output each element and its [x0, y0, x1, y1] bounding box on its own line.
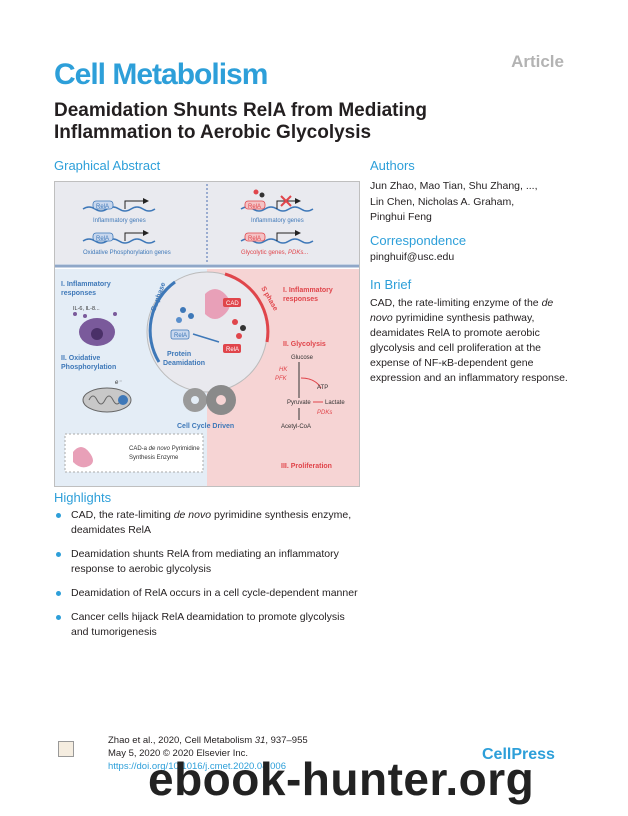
left-item1-l2: responses: [61, 290, 96, 297]
pfk-label: PFK: [275, 376, 288, 382]
highlight-item: CAD, the rate-limiting de novo pyrimidin…: [54, 508, 364, 538]
center-rela-label: RelA: [174, 333, 187, 339]
highlight-item: Deamidation shunts RelA from mediating a…: [54, 547, 364, 577]
graphical-abstract-heading: Graphical Abstract: [54, 158, 161, 173]
correspondence-email[interactable]: pinghuif@usc.edu: [370, 251, 455, 263]
legend-line1: CAD-a de novo Pyrimidine: [129, 446, 200, 452]
check-updates-icon[interactable]: [58, 741, 74, 757]
correspondence-heading: Correspondence: [370, 233, 467, 248]
deamidation-label-l1: Protein: [167, 351, 191, 358]
left-item2-l2: Phosphorylation: [61, 364, 116, 371]
right-item1-l1: I. Inflammatory: [283, 287, 333, 294]
inflammatory-genes-label: Inflammatory genes: [93, 218, 146, 224]
cad-enzyme-icon: [205, 289, 230, 319]
cellpress-logo: CellPress: [482, 746, 555, 763]
cytokines-label: IL-6, IL-8...: [73, 306, 100, 312]
title-line-1: Deamidation Shunts RelA from Mediating: [54, 100, 427, 121]
highlights-list: CAD, the rate-limiting de novo pyrimidin…: [54, 508, 364, 649]
watermark: ebook-hunter.org: [148, 753, 535, 805]
top-band: [55, 182, 359, 264]
legend-line2: Synthesis Enzyme: [129, 455, 179, 461]
gear-icon: [183, 385, 236, 415]
highlights-heading: Highlights: [54, 490, 112, 505]
article-tag: Article: [511, 52, 564, 71]
citation-line2: May 5, 2020 © 2020 Elsevier Inc.: [108, 748, 249, 759]
pyruvate-label: Pyruvate: [287, 400, 311, 406]
right-item3: III. Proliferation: [281, 463, 332, 470]
in-brief-text: CAD, the rate-limiting enzyme of the de …: [370, 297, 568, 384]
s-arrow: [224, 272, 270, 343]
rela-label-3: RelA: [248, 204, 261, 210]
electron-label: e⁻: [115, 380, 122, 386]
pdks-label: PDKs: [317, 410, 332, 416]
mitochondrion-icon: [82, 387, 132, 413]
cell-cycle-label: Cell Cycle Driven: [177, 423, 234, 430]
cad-label: CAD: [226, 301, 239, 307]
graphical-abstract: RelA Inflammatory genes RelA Oxidative P…: [54, 181, 360, 487]
lactate-label: Lactate: [325, 400, 345, 406]
citation: Zhao et al., 2020, Cell Metabolism 31, 9…: [108, 734, 308, 773]
right-item2: II. Glycolysis: [283, 341, 326, 348]
citation-line1: Zhao et al., 2020, Cell Metabolism 31, 9…: [108, 735, 308, 746]
left-item2-l1: II. Oxidative: [61, 355, 100, 362]
authors-heading: Authors: [370, 158, 415, 173]
inflammatory-genes-label-2: Inflammatory genes: [251, 218, 304, 224]
left-item1-l1: I. Inflammatory: [61, 281, 111, 288]
title-line-2: Inflammation to Aerobic Glycolysis: [54, 122, 372, 143]
authors-line1: Jun Zhao, Mao Tian, Shu Zhang, ...,: [370, 180, 538, 192]
rela-label-4: RelA: [248, 236, 261, 242]
deamidation-label-l2: Deamidation: [163, 360, 205, 367]
journal-title: Cell Metabolism: [54, 58, 268, 91]
highlight-item: Deamidation of RelA occurs in a cell cyc…: [54, 586, 364, 601]
atp-label: ATP: [317, 385, 328, 391]
authors-list: Jun Zhao, Mao Tian, Shu Zhang, ..., Lin …: [370, 179, 590, 226]
in-brief-heading: In Brief: [370, 277, 412, 292]
acetyl-coa-label: Acetyl-CoA: [281, 424, 311, 430]
oxphos-genes-label: Oxidative Phosphorylation genes: [83, 250, 171, 256]
glycolytic-genes-label: Glycolytic genes, PDKs...: [241, 250, 308, 256]
center-rela-deamidated: RelA: [226, 347, 239, 353]
hk-label: HK: [279, 367, 288, 373]
glucose-label: Glucose: [291, 355, 314, 361]
authors-line3: Pinghui Feng: [370, 211, 432, 223]
rela-label-2: RelA: [96, 236, 109, 242]
highlight-item: Cancer cells hijack RelA deamidation to …: [54, 610, 364, 640]
rela-label: RelA: [96, 204, 109, 210]
dna-top-left: RelA Inflammatory genes RelA Oxidative P…: [82, 198, 171, 256]
dna-top-right: RelA Inflammatory genes RelA Glycolytic …: [240, 189, 314, 256]
g1-arrow: [148, 280, 176, 363]
authors-line2: Lin Chen, Nicholas A. Graham,: [370, 195, 515, 208]
graphical-abstract-figure: RelA Inflammatory genes RelA Oxidative P…: [55, 182, 359, 486]
cad-legend-icon: [73, 447, 93, 468]
article-title: Deamidation Shunts RelA from Mediating I…: [54, 100, 524, 144]
right-item1-l2: responses: [283, 296, 318, 303]
doi-link[interactable]: https://doi.org/10.1016/j.cmet.2020.04.0…: [108, 761, 286, 772]
